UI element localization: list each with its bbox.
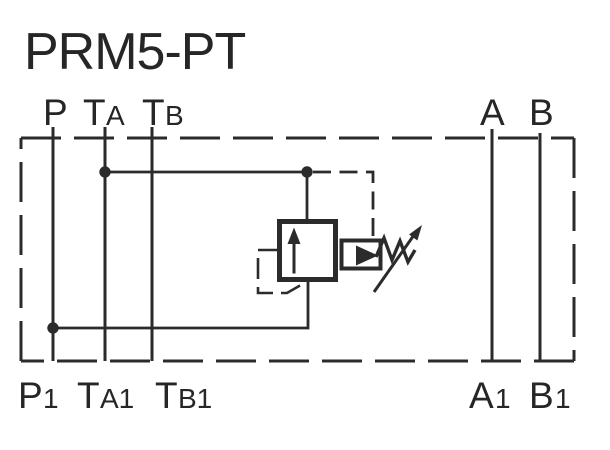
- drain-line: [256, 248, 309, 295]
- adjustment-arrow-head: [409, 225, 422, 241]
- pressure-valve-symbol: [277, 219, 422, 293]
- module-envelope: [19, 136, 576, 363]
- port-label-p1-main: P: [18, 375, 43, 416]
- port-label-ta1-main: T: [77, 375, 100, 416]
- junction-dot-valve-top: [301, 166, 313, 178]
- port-label-tb1-main: T: [155, 375, 178, 416]
- valve-inlet-line: [53, 281, 310, 330]
- port-label-a1-main: A: [469, 375, 494, 416]
- diagram-title: PRM5-PT: [24, 23, 245, 81]
- port-label-a: A: [480, 92, 505, 133]
- port-label-b1-sub: 1: [555, 383, 571, 414]
- port-lines: [51, 127, 542, 361]
- port-label-ta1-sub: A1: [100, 383, 134, 414]
- flow-arrow-head: [287, 227, 301, 244]
- port-label-tb1-sub: B1: [178, 383, 212, 414]
- port-label-b1-main: B: [529, 375, 554, 416]
- port-labels-top: P T A T B A B: [43, 92, 554, 133]
- port-label-p: P: [43, 92, 68, 133]
- junction-dot-p-line: [47, 322, 59, 334]
- junction-dots: [47, 166, 313, 334]
- spring-icon: [374, 233, 417, 266]
- valve-outlet-line: [105, 170, 309, 221]
- pilot-line: [313, 170, 375, 254]
- junction-dot-ta-line: [99, 166, 111, 178]
- poppet-triangle-icon: [356, 245, 378, 266]
- port-labels-bottom: P 1 T A1 T B1 A 1 B 1: [18, 375, 571, 416]
- port-label-tb-main: T: [142, 92, 165, 133]
- port-label-a1-sub: 1: [495, 383, 511, 414]
- port-label-ta-main: T: [83, 92, 106, 133]
- adjustment-arrow-shaft: [372, 234, 416, 293]
- port-label-b: B: [529, 92, 554, 133]
- valve-body: [277, 219, 338, 282]
- port-label-tb-sub: B: [165, 100, 184, 131]
- port-label-ta-sub: A: [106, 100, 125, 131]
- port-label-p1-sub: 1: [43, 383, 59, 414]
